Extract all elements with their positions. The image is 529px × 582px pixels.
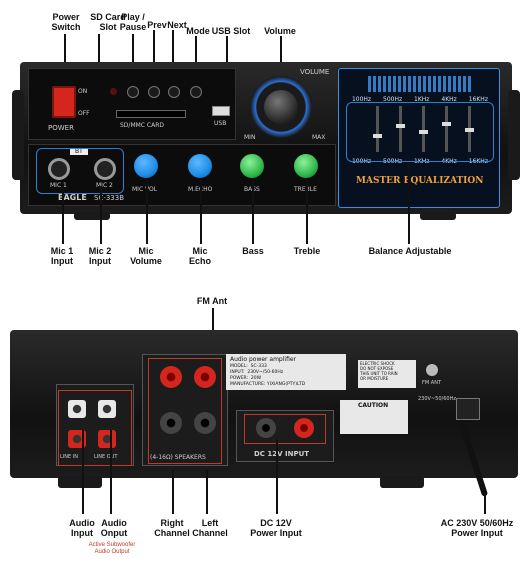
label-volume: Volume — [264, 26, 296, 36]
mic2-text: MIC 2 — [96, 182, 113, 189]
mic1-jack[interactable] — [48, 158, 70, 180]
sd-card-text: SD/MMC CARD — [120, 122, 164, 129]
line-out-jack-red[interactable] — [98, 430, 116, 448]
label-left-channel: Left Channel — [192, 518, 228, 538]
label-dc12v-power-input: DC 12V Power Input — [250, 518, 302, 538]
warning-text: ELECTRIC SHOCK DO NOT EXPOSE THIS UNIT T… — [360, 361, 398, 381]
label-mic2-input: Mic 2 Input — [88, 246, 112, 266]
mic2-jack[interactable] — [94, 158, 116, 180]
bt-badge: BT — [70, 148, 88, 155]
label-audio-input: Audio Input — [69, 518, 95, 538]
volume-text: VOLUME — [300, 68, 330, 76]
dc-black-terminal[interactable] — [256, 418, 276, 438]
dc-input-text: DC 12V INPUT — [254, 450, 310, 458]
usb-text: USB — [214, 120, 227, 127]
right-channel-red-terminal[interactable] — [160, 366, 182, 388]
label-mode: Mode — [186, 26, 210, 36]
caution-sticker — [340, 400, 408, 434]
sticker-line: POWER: 20W — [230, 376, 262, 381]
mic-volume-knob[interactable] — [134, 154, 158, 178]
sticker-line: MANUFACTURE: YIXIANG(PTY)LTD — [230, 382, 306, 387]
label-mic1-input: Mic 1 Input — [50, 246, 74, 266]
label-treble: Treble — [293, 246, 321, 256]
spec-sticker — [226, 354, 346, 390]
power-text: POWER — [48, 124, 74, 132]
line-in-jack-red[interactable] — [68, 430, 86, 448]
label-right-channel: Right Channel — [154, 518, 190, 538]
ac-text: 230V~50/60Hz — [418, 396, 456, 402]
caution-text: CAUTION — [358, 402, 389, 409]
fm-ant-text: FM ANT — [422, 380, 441, 386]
fm-antenna-jack[interactable] — [426, 364, 438, 376]
label-sd-card-slot: SD Card Slot — [90, 12, 126, 32]
sticker-line: INPUT: 230V~/50-60Hz — [230, 370, 284, 375]
spectrum-meter — [368, 76, 472, 92]
eq-band-top-3: 4KHz — [441, 96, 457, 103]
mic1-text: MIC 1 — [50, 182, 67, 189]
eq-band-top-0: 100Hz — [351, 96, 372, 103]
eq-title: MASTER EQUALIZATION — [356, 176, 484, 186]
io-highlight — [58, 390, 132, 466]
label-mic-echo: Mic Echo — [188, 246, 211, 266]
brand-text: EAGLE — [58, 193, 87, 202]
treble-text: TREBLE — [294, 186, 317, 193]
next-button[interactable] — [168, 86, 180, 98]
model-text: SC-333B — [94, 194, 125, 202]
line-in-text: LINE IN — [60, 454, 78, 460]
volume-knob[interactable] — [264, 90, 298, 124]
play-pause-button[interactable] — [127, 86, 139, 98]
treble-knob[interactable] — [294, 154, 318, 178]
label-balance-adjustable: Balance Adjustable — [368, 246, 452, 256]
led-indicator — [110, 88, 117, 95]
mic-echo-knob[interactable] — [188, 154, 212, 178]
line-out-jack-white[interactable] — [98, 400, 116, 418]
mic-vol-text: MIC VOL — [132, 186, 158, 193]
speakers-text: (4-16Ω) SPEAKERS — [150, 454, 206, 461]
usb-port[interactable] — [212, 106, 230, 116]
sd-card-slot[interactable] — [116, 110, 186, 118]
off-text: OFF — [78, 110, 90, 117]
min-text: MIN — [244, 134, 256, 141]
speakers-highlight — [148, 358, 222, 464]
sticker-line: MODEL: SC-333 — [230, 364, 267, 369]
label-audio-output: Audio Onput — [100, 518, 128, 538]
label-mic-volume: Mic Volume — [130, 246, 162, 266]
left-channel-black-terminal[interactable] — [194, 412, 216, 434]
max-text: MAX — [312, 134, 326, 141]
warning-sticker — [358, 360, 416, 388]
amplifier-rear-panel: LINE IN LINE OUT (4-16Ω) SPEAKERS Audio … — [10, 330, 518, 478]
label-subwoofer-output: Active Subwoofer Audio Output — [88, 542, 136, 555]
eq-band-top-2: 1KHz — [414, 96, 430, 103]
left-channel-red-terminal[interactable] — [194, 366, 216, 388]
mode-button[interactable] — [190, 86, 202, 98]
dc-highlight — [244, 414, 326, 444]
eq-band-top-4: 16KHz — [468, 96, 488, 103]
label-fm-ant: FM Ant — [196, 296, 228, 306]
label-power-switch: Power Switch — [51, 12, 81, 32]
label-prev: Prev — [147, 20, 167, 30]
label-bass: Bass — [242, 246, 264, 256]
label-next: Next — [167, 20, 187, 30]
power-switch[interactable] — [52, 86, 76, 118]
amplifier-front-panel: POWER ON OFF SD/MMC CARD USB VOLUME MIN … — [12, 62, 520, 214]
ac-power-socket[interactable] — [456, 398, 480, 420]
eq-band-top-1: 500Hz — [383, 96, 403, 103]
eq-sliders-highlight — [346, 102, 494, 162]
line-in-jack-white[interactable] — [68, 400, 86, 418]
mic-inputs-highlight — [36, 148, 124, 194]
dc-red-terminal[interactable] — [294, 418, 314, 438]
sticker-title: Audio power amplifier — [230, 356, 297, 363]
line-out-text: LINE OUT — [94, 454, 118, 460]
right-channel-black-terminal[interactable] — [160, 412, 182, 434]
bass-knob[interactable] — [240, 154, 264, 178]
prev-button[interactable] — [148, 86, 160, 98]
label-usb-slot: USB Slot — [211, 26, 251, 36]
label-ac230v-power-input: AC 230V 50/60Hz Power Input — [440, 518, 514, 538]
on-text: ON — [78, 88, 88, 95]
label-play-pause: Play / Pause — [119, 12, 147, 32]
bass-text: BASS — [244, 186, 260, 193]
